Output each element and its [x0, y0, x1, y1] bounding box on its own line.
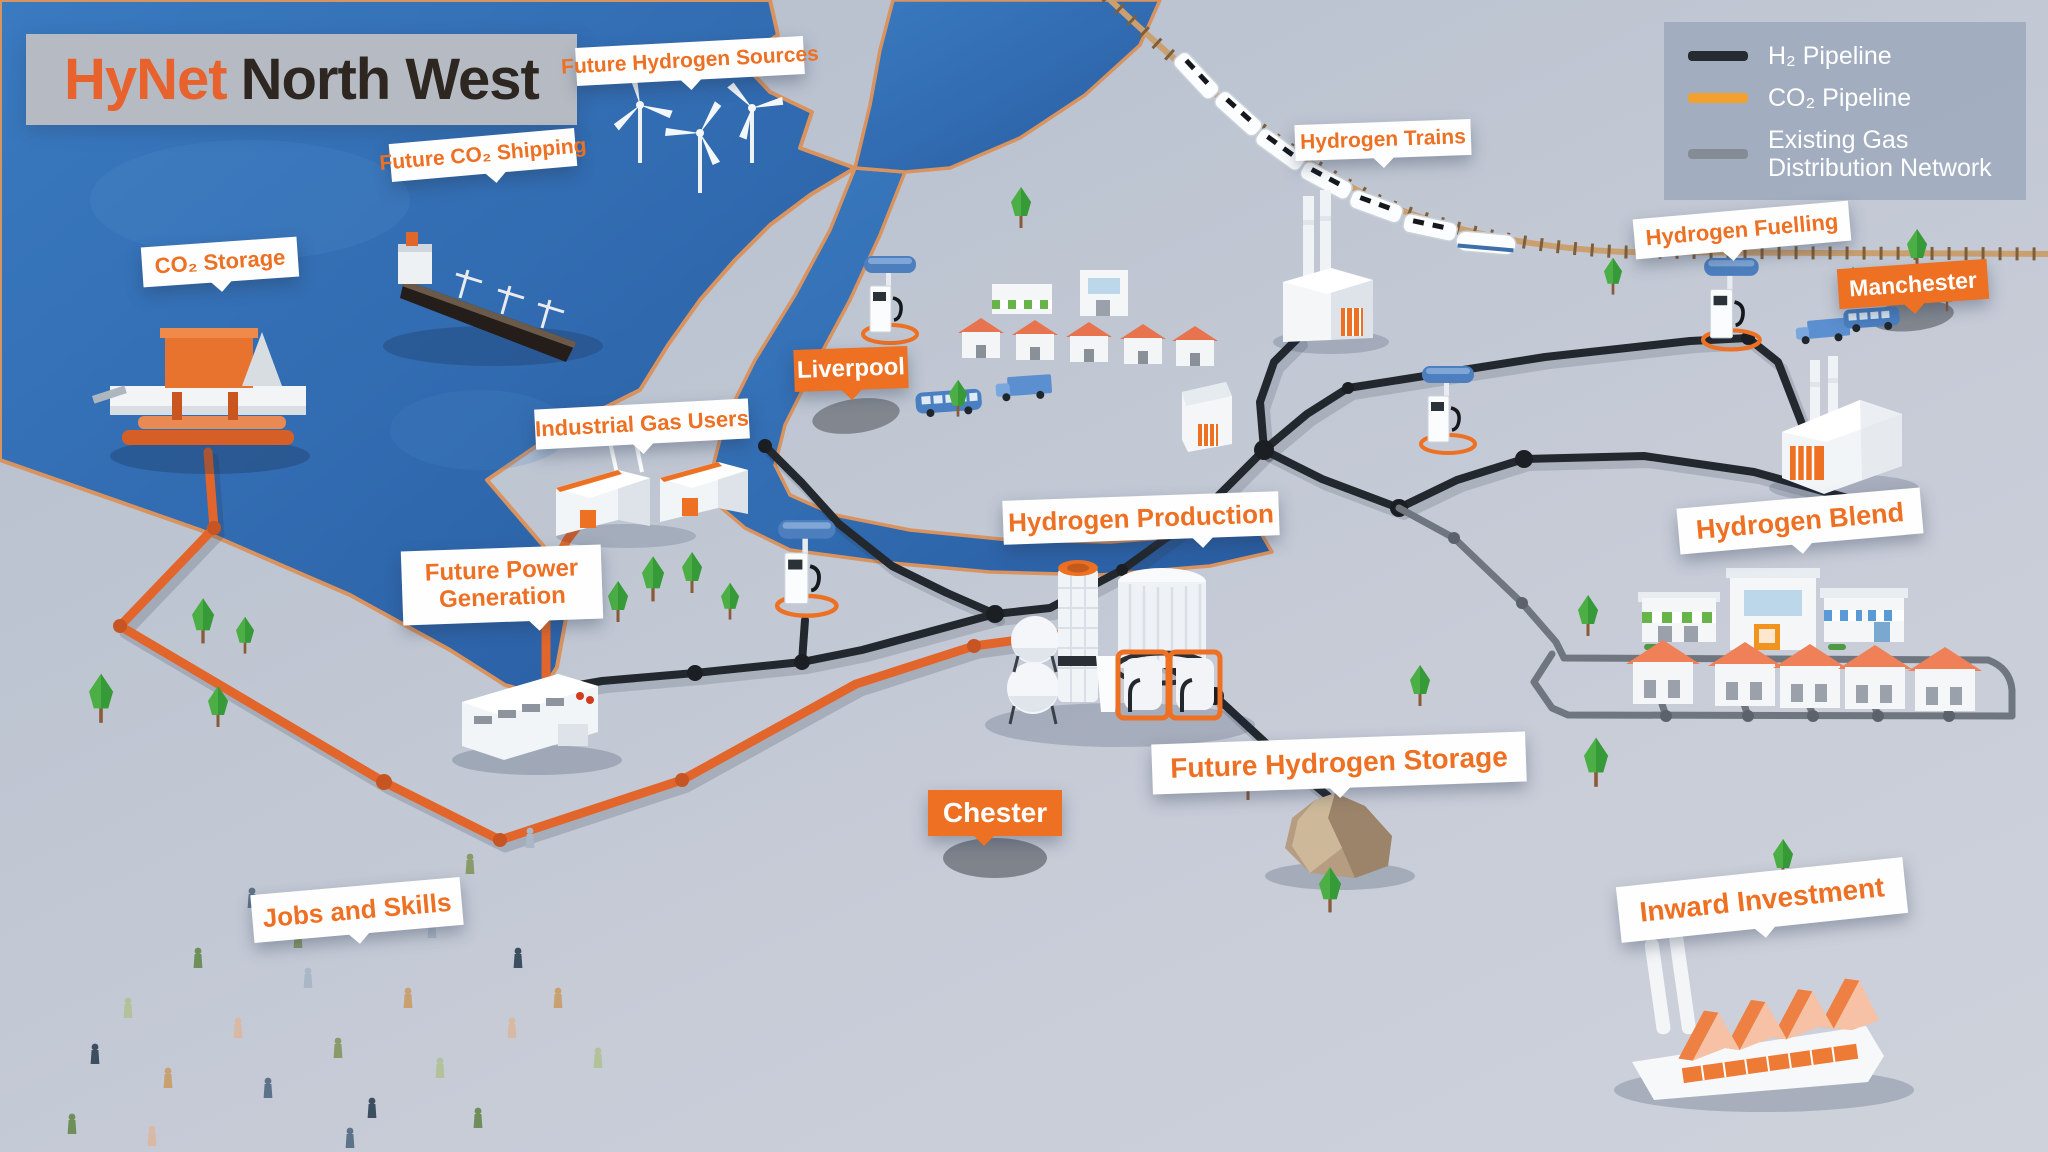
legend-row-h2-pipeline: H₂ Pipeline: [1688, 42, 2002, 70]
hydrogen-production-plant: [985, 560, 1255, 747]
manchester-factory: [1769, 356, 1919, 502]
label-hydrogen-trains: Hydrogen Trains: [1294, 118, 1472, 162]
future-power-generation-plant: [452, 674, 622, 775]
h2-pipeline-swatch-icon: [1688, 51, 1748, 61]
mersey-river: [710, 166, 1274, 577]
mersey-estuary-mouth: [853, 0, 1162, 174]
h2-pipeline-network: [546, 331, 1872, 818]
inward-investment-factory: [1614, 928, 1914, 1112]
industrial-gas-users-buildings: [556, 437, 748, 548]
title-rest: North West: [240, 47, 540, 112]
legend-label: H₂ Pipeline: [1768, 42, 1892, 70]
co2-ship: [383, 232, 603, 366]
legend: H₂ Pipeline CO₂ Pipeline Existing Gas Di…: [1664, 22, 2026, 200]
label-chester: Chester: [928, 790, 1062, 836]
co2-storage-platform: [92, 328, 310, 474]
riverside-warehouse: [1182, 382, 1232, 452]
co2-pipeline-swatch-icon: [1688, 93, 1748, 103]
legend-row-gas-distribution: Existing Gas Distribution Network: [1688, 126, 2002, 182]
hydrogen-blend-buildings: [1638, 568, 1908, 658]
legend-label: CO₂ Pipeline: [1768, 84, 1912, 112]
legend-label: Existing Gas Distribution Network: [1768, 126, 1992, 182]
gas-distribution-swatch-icon: [1688, 149, 1748, 159]
liverpool-marker: [812, 398, 900, 434]
vehicles: [915, 306, 1900, 417]
fueling-station-riverside: [777, 520, 836, 616]
crowd-of-people: [67, 827, 603, 1148]
storage-rock: [1265, 793, 1415, 890]
legend-row-co2-pipeline: CO₂ Pipeline: [1688, 84, 2002, 112]
north-village: [958, 270, 1218, 366]
hydrogen-train: [1173, 51, 1517, 256]
label-liverpool: Liverpool: [793, 346, 909, 392]
fueling-station-central: [1419, 364, 1477, 455]
chester-marker: [943, 838, 1047, 878]
fueling-station-liverpool: [861, 254, 919, 345]
hydrogen-blend-houses: [1626, 640, 1982, 711]
label-future-power-generation: Future Power Generation: [400, 544, 604, 626]
factory-near-train: [1273, 190, 1389, 354]
title-brand: HyNet: [64, 47, 228, 112]
